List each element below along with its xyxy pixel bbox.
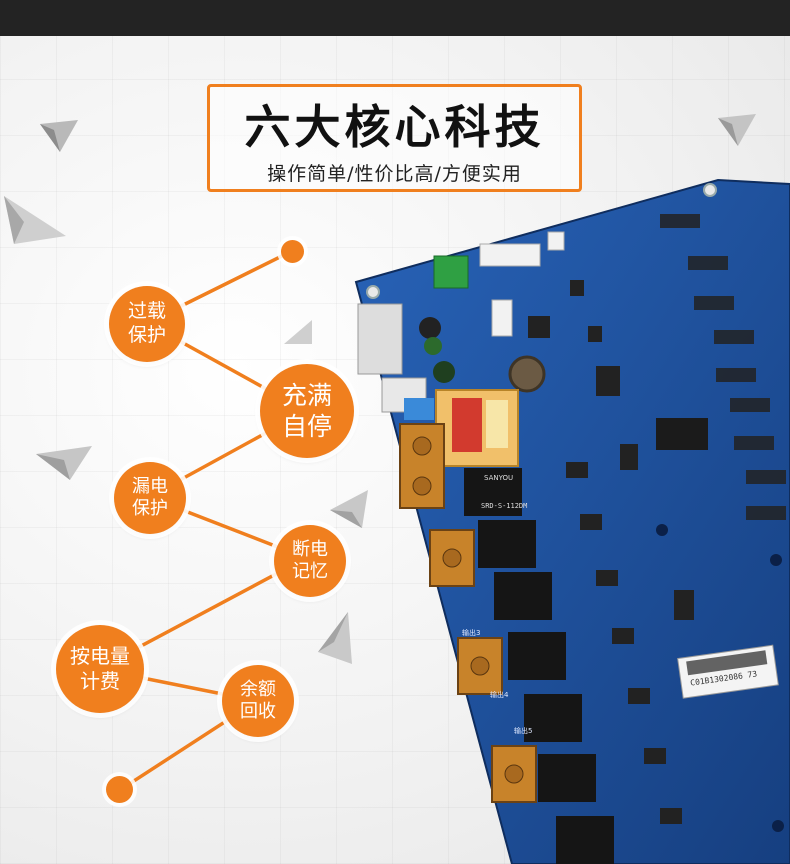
decor-triangle-4	[36, 446, 92, 480]
decor-triangle-7	[284, 320, 312, 344]
page-title: 六大核心科技	[244, 100, 545, 154]
top-bar	[0, 0, 790, 36]
decor-triangle-5	[330, 490, 368, 528]
connector-dot-end	[106, 776, 133, 803]
feature-power-off-memory: 断电 记忆	[274, 525, 346, 597]
decor-triangle-3	[4, 196, 66, 244]
feature-label: 漏电 保护	[132, 475, 168, 520]
channel-label-5: 输出5	[514, 727, 533, 735]
relay-label-1: SRD-S-112DM	[481, 502, 528, 510]
feature-label: 过载 保护	[127, 300, 166, 346]
feature-label: 按电量 计费	[70, 644, 130, 693]
feature-leakage-protection: 漏电 保护	[114, 462, 186, 534]
feature-label: 断电 记忆	[292, 538, 328, 583]
decor-triangle-6	[318, 612, 352, 664]
connector-dot-start	[281, 240, 304, 263]
decor-triangle-1	[40, 120, 78, 152]
feature-label: 余额 回收	[240, 678, 276, 723]
title-box: 六大核心科技 操作简单/性价比高/方便实用	[207, 84, 582, 192]
channel-label-3: 输出3	[462, 629, 481, 637]
relay-brand-1: SANYOU	[484, 474, 514, 482]
feature-auto-stop: 充满 自停	[260, 364, 354, 458]
channel-label-4: 输出4	[490, 691, 509, 699]
feature-label: 充满 自停	[281, 380, 332, 441]
feature-overload-protection: 过载 保护	[109, 286, 185, 362]
decor-triangle-2	[718, 114, 756, 146]
feature-balance-recovery: 余额 回收	[222, 665, 294, 737]
page-subtitle: 操作简单/性价比高/方便实用	[267, 163, 522, 185]
feature-billing-by-usage: 按电量 计费	[56, 625, 144, 713]
